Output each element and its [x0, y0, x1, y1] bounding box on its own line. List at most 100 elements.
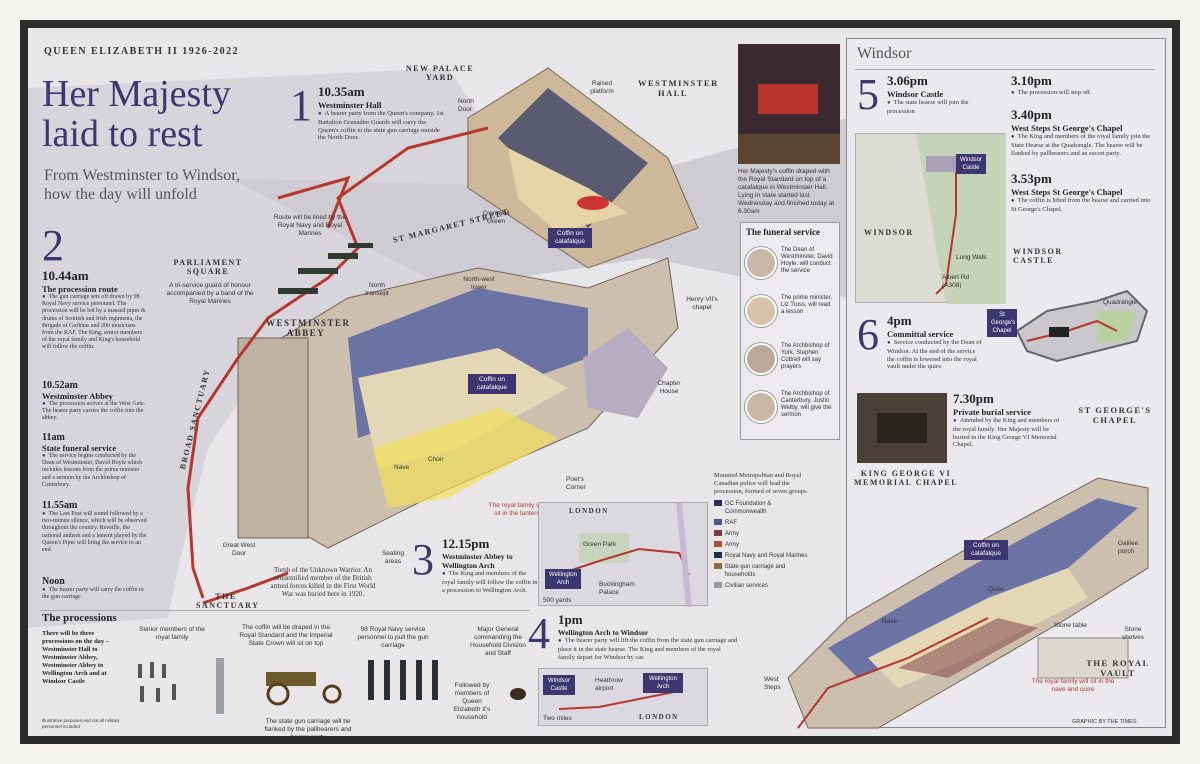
westminster-abbey-label: WESTMINSTER ABBEY [266, 318, 351, 338]
nave-label: Nave [394, 464, 410, 471]
buckingham-palace-label: Buckingham Palace [599, 581, 635, 596]
long-walk-label: Long Walk [956, 254, 987, 261]
step-6-time: 4pm [887, 313, 912, 328]
legend-swatch-2 [714, 519, 722, 525]
legend-label-6: State gun carriage and households [724, 564, 786, 578]
title-line-2: laid to rest [42, 113, 203, 155]
processions-note: Illustrative purposes and not all milita… [42, 718, 120, 729]
prime-minister-text: The prime minister, Liz Truss, will read… [781, 295, 833, 315]
wellington-arch-tag: Wellington Arch [545, 569, 581, 589]
step-3-number: 3 [412, 535, 434, 584]
person-archbishop-canterbury: The Archbishop of Canterbury, Justin Wel… [745, 391, 837, 439]
legend-label-3: Army [725, 531, 739, 537]
west-steps-label: West Steps [764, 676, 781, 691]
step-6-place: Committal service [887, 329, 954, 339]
royal-family-lantern-caption: The royal family will sit in the lantern [488, 502, 546, 517]
legend-swatch-4 [714, 541, 722, 547]
procession-legend: GC Foundation & Commonwealth RAF Army Ar… [714, 500, 814, 593]
step-2-place: The procession route [42, 284, 118, 294]
step-5-number: 5 [857, 70, 879, 119]
parliament-square-label: PARLIAMENT SQUARE [173, 258, 243, 276]
legend-swatch-1 [714, 500, 722, 506]
step-2e-text: The bearer party will carry the coffin t… [42, 587, 148, 601]
step-5d-place: West Steps St George's Chapel [1011, 187, 1123, 197]
gun-carriage-caption: The state gun carriage will be flanked b… [264, 718, 352, 741]
step-5b-block: 3.10pm The procession will step off. [1011, 73, 1157, 98]
st-georges-chapel-label: ST GEORGE'S CHAPEL [1078, 405, 1152, 425]
north-transept-label: North transept [365, 282, 389, 297]
legend-label-5: Royal Navy and Royal Marines [725, 553, 808, 559]
step-2c-block: 11am State funeral service The service b… [42, 432, 148, 489]
royal-family-sit-caption: The royal family will sit in the nave an… [1031, 678, 1115, 693]
step-2e-time: Noon [42, 576, 65, 587]
seating-areas-label: Seating areas [381, 550, 405, 565]
north-west-tower-label: North-west tower [463, 276, 495, 291]
legend-item-7: Civilian services [714, 582, 814, 590]
funeral-people-list: The Dean of Westminster, David Hoyle, wi… [745, 247, 837, 439]
new-palace-yard-label: NEW PALACE YARD [405, 64, 475, 82]
poets-corner-label: Poet's Corner [566, 476, 586, 491]
chapel-quire-label: Quire [988, 586, 1004, 593]
step-5c-place: West Steps St George's Chapel [1011, 123, 1123, 133]
legend-label-2: RAF [725, 520, 737, 526]
processions-title: The processions [42, 612, 117, 624]
step-1-number: 1 [290, 81, 312, 130]
st-georges-chapel-illustration [787, 477, 1149, 729]
abbey-coffin-tag: Coffin on catafalque [468, 374, 516, 394]
legend-label-1: GC Foundation & Commonwealth [724, 501, 772, 515]
memorial-chapel-label: KING GEORGE VI MEMORIAL CHAPEL [853, 469, 959, 487]
green-park-label: Green Park [583, 541, 617, 548]
pallbearer-figures [216, 658, 224, 714]
windsor-town-label: WINDSOR [864, 228, 914, 237]
route-wellington-tag: Wellington Arch [643, 673, 683, 693]
page-subtitle: From Westminster to Windsor, how the day… [44, 166, 264, 204]
quadrangle-label: Quadrangle [1103, 299, 1137, 306]
route-map: Windsor Castle Wellington Arch Heathrow … [538, 668, 708, 726]
chapel-nave-label: Nave [882, 618, 898, 625]
step-2c-time: 11am [42, 432, 65, 443]
photo-coffin [758, 84, 818, 114]
step-6-block: 4pm Committal service Service conducted … [887, 313, 983, 371]
procession-route [186, 126, 489, 599]
chapel-coffin-tag: Coffin on catafalque [964, 540, 1008, 560]
mounted-officer [510, 688, 526, 700]
stone-table-label: Stone table [1054, 622, 1087, 629]
tri-service-caption: A tri-service guard of honour accompanie… [166, 282, 254, 305]
step-5c-time: 3.40pm [1011, 107, 1052, 122]
step-2b-text: The procession arrives at the West Gate.… [42, 401, 148, 423]
route-london-label: LONDON [639, 713, 679, 721]
photo-caption: Her Majesty's coffin draped with the Roy… [738, 168, 835, 215]
step-4-block: 1pm Wellington Arch to Windsor The beare… [558, 612, 738, 661]
route-windsor-tag: Windsor Castle [543, 675, 575, 695]
page-title: Her Majesty laid to rest [42, 74, 272, 154]
legend-item-1: GC Foundation & Commonwealth [714, 500, 814, 516]
abbey-seating [373, 408, 558, 508]
windsor-castle-label: WINDSOR CASTLE [1013, 247, 1063, 265]
legend-item-4: Army [714, 541, 814, 549]
step-5d-text: The coffin is lifted from the hearse and… [1011, 197, 1157, 214]
legend-label-7: Civilian services [725, 583, 769, 589]
step-5c-text: The King and members of the royal family… [1011, 133, 1157, 157]
procession-route-return [277, 175, 351, 229]
archbishop-york-text: The Archbishop of York, Stephen Cottrell… [781, 343, 830, 370]
legend-item-3: Army [714, 530, 814, 538]
windsor-title: Windsor [857, 45, 912, 62]
heathrow-label: Heathrow airport [595, 677, 623, 692]
royal-vault-label: THE ROYAL VAULT [1086, 658, 1150, 678]
route-lined-caption: Route will be lined by the Royal Navy an… [273, 214, 347, 237]
step-6b-place: Private burial service [953, 407, 1031, 417]
tomb-caption: Tomb of the Unknown Warrior. An unidenti… [270, 566, 376, 598]
archbishop-canterbury-text: The Archbishop of Canterbury, Justin Wel… [781, 391, 832, 418]
funeral-service-box: The funeral service The Dean of Westmins… [740, 222, 840, 440]
london-map-svg [556, 502, 692, 608]
legend-label-4: Army [725, 542, 739, 548]
route-map-svg [558, 690, 680, 710]
step-2c-place: State funeral service [42, 443, 117, 453]
lining-troops [278, 243, 373, 294]
step-3-block: 12.15pm Westminster Abbey to Wellington … [442, 536, 538, 594]
burial-chamber-photo [857, 393, 947, 463]
windsor-castle-tag: Windsor Castle [956, 154, 986, 174]
graphic-credit: GRAPHIC BY THE TIMES [1072, 719, 1137, 725]
legend-swatch-5 [714, 552, 722, 558]
step-2d-block: 11.55am The Last Post will sound followe… [42, 500, 148, 554]
